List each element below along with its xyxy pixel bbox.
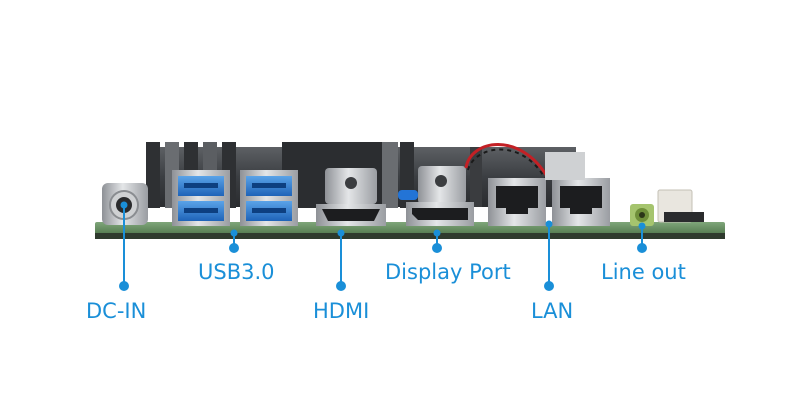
label-dot-displayport — [432, 243, 442, 253]
port-dot-dc-in — [120, 201, 128, 209]
label-dot-hdmi — [336, 281, 346, 291]
fan-wire — [464, 143, 550, 179]
port-dot-lan — [545, 220, 553, 228]
lan-ports — [488, 152, 610, 226]
usb-ports — [172, 170, 298, 226]
audio-jack — [630, 204, 654, 226]
port-dot-hdmi — [337, 229, 345, 237]
port-dot-line-out — [638, 222, 646, 230]
label-displayport: Display Port — [385, 260, 511, 284]
label-lan: LAN — [531, 299, 574, 323]
label-dot-usb — [229, 243, 239, 253]
port-dot-displayport — [433, 229, 441, 237]
displayport-port — [398, 166, 474, 226]
port-dot-usb — [230, 229, 238, 237]
label-dot-lan — [544, 281, 554, 291]
label-dot-line-out — [637, 243, 647, 253]
label-hdmi: HDMI — [313, 299, 370, 323]
label-usb: USB3.0 — [198, 260, 275, 284]
label-line-out: Line out — [601, 260, 686, 284]
callouts — [119, 201, 647, 291]
label-dot-dc-in — [119, 281, 129, 291]
hdmi-port — [316, 168, 386, 226]
label-dc-in: DC-IN — [86, 299, 147, 323]
